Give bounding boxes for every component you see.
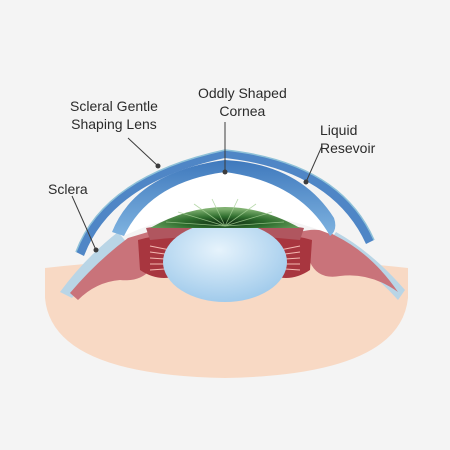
sclera-tissue-right [300, 229, 398, 292]
label-reservoir-line-1: Liquid [320, 122, 358, 138]
label-sclera: Sclera [48, 181, 88, 197]
label-cornea: Oddly Shaped Cornea [198, 84, 287, 120]
sclera-tissue-left [70, 232, 155, 300]
liquid-reservoir [112, 160, 336, 236]
label-cornea-line-2: Cornea [219, 103, 266, 119]
label-reservoir: Liquid Resevoir [320, 121, 375, 157]
label-scleral-lens-line-1: Scleral Gentle [70, 98, 158, 114]
leader-scleral-lens [127, 137, 159, 167]
eyeball [45, 258, 408, 378]
leader-cornea-dot [222, 169, 228, 175]
label-scleral-lens: Scleral Gentle Shaping Lens [70, 97, 158, 133]
leader-reservoir [305, 145, 323, 183]
crystalline-lens [163, 222, 287, 302]
leader-scleral-lens-dot [155, 163, 161, 169]
cornea [124, 172, 330, 236]
scleral-lens [76, 150, 374, 256]
label-reservoir-line-2: Resevoir [320, 140, 376, 156]
leader-sclera [71, 195, 97, 251]
iris-fibers [165, 198, 285, 227]
label-cornea-line-1: Oddly Shaped [198, 85, 287, 101]
leader-sclera-dot [93, 247, 99, 253]
label-scleral-lens-line-2: Shaping Lens [71, 116, 157, 132]
leader-reservoir-dot [303, 179, 309, 185]
outer-sclera-band [60, 232, 128, 298]
leader-lines [71, 122, 323, 253]
iris-dome [150, 207, 300, 228]
